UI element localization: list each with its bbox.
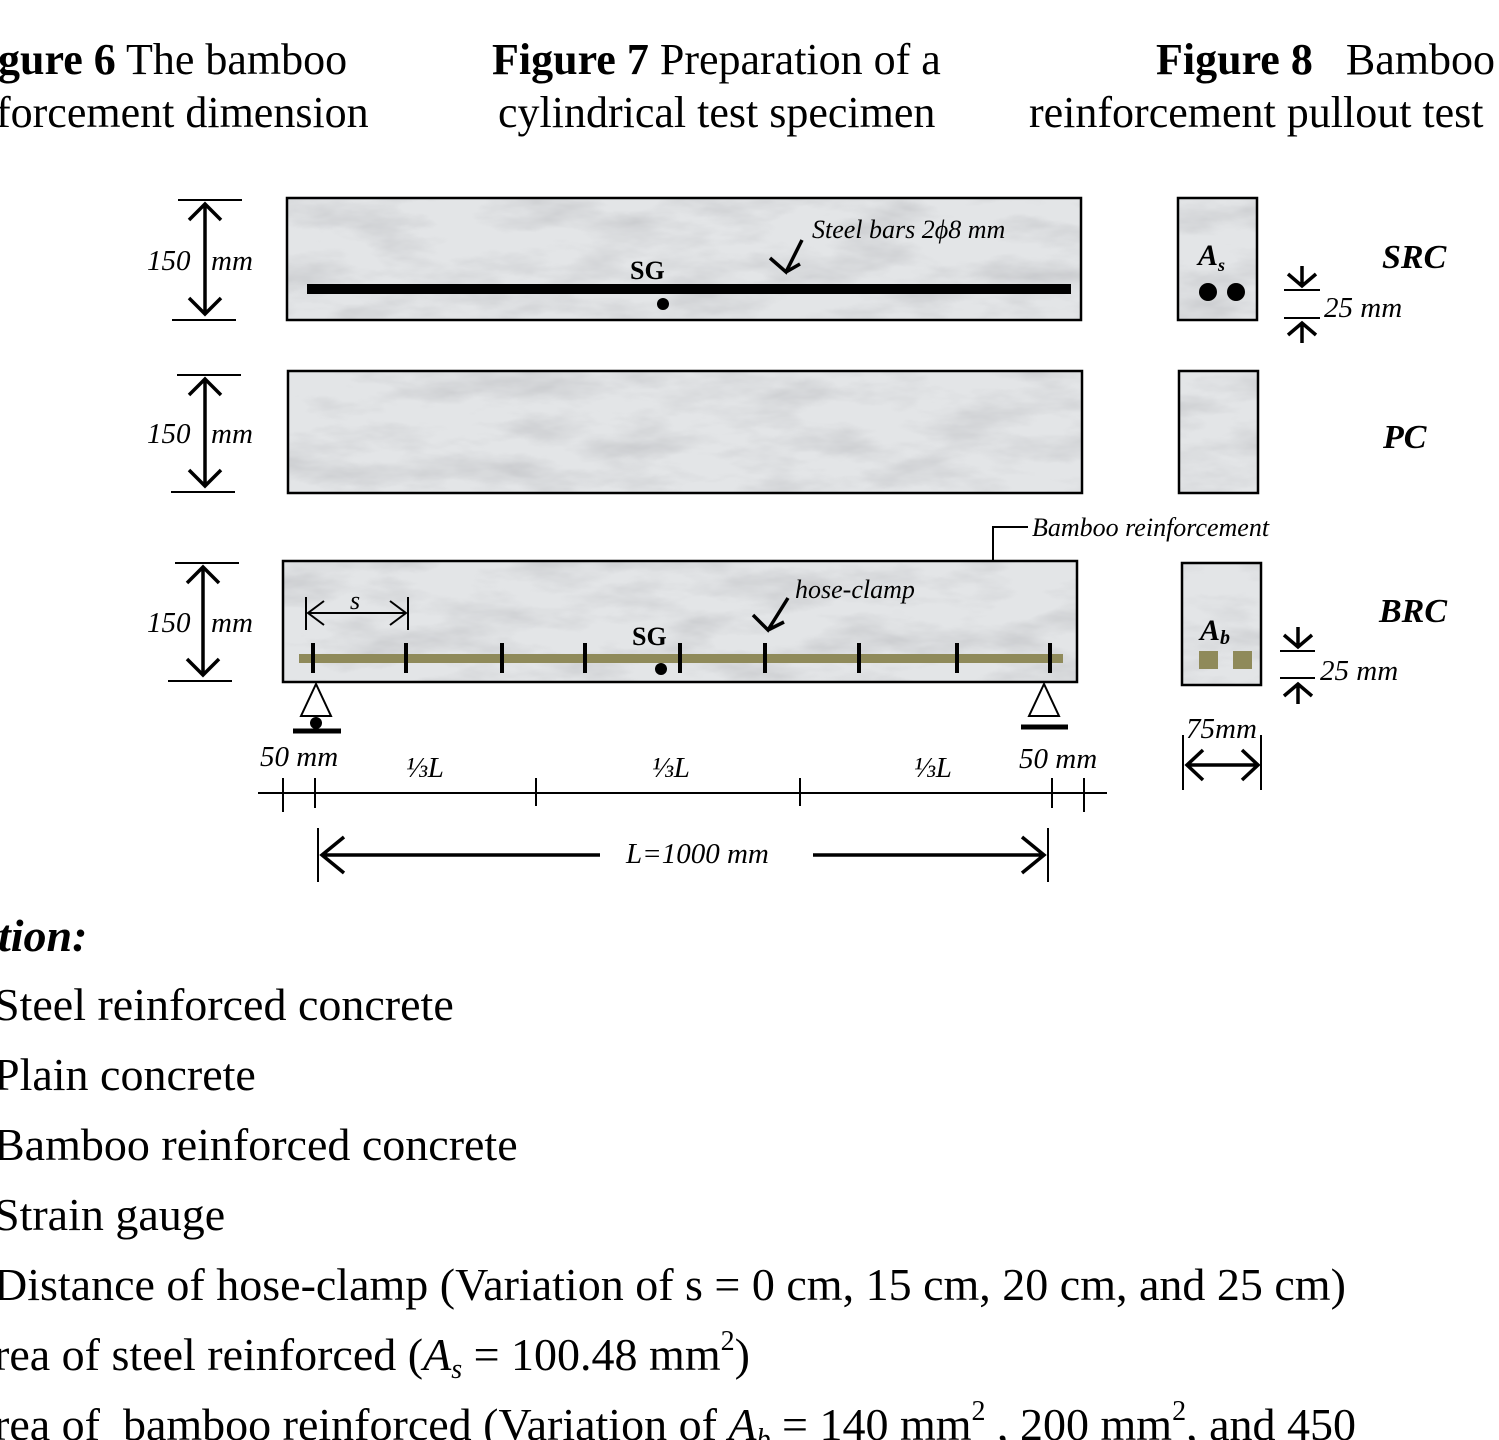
svg-text:150: 150 [147, 245, 191, 277]
brc-cross-section: Ab 25 mm BRC 75mm [1180, 561, 1447, 790]
double-arrow-icon [185, 564, 221, 678]
sg-label: SG [630, 256, 665, 285]
legend: tion: Steel reinforced concrete Plain co… [0, 910, 1356, 1440]
figure-6-caption: gure 6 The bamboo [0, 35, 347, 84]
span-label: L=1000 mm [625, 838, 769, 870]
pc-height-dimension: 150 mm [147, 374, 253, 493]
steel-bar [307, 284, 1071, 294]
svg-text:As: As [1196, 239, 1225, 275]
roller-support-icon [1027, 681, 1061, 717]
strain-gauge-dot [657, 298, 669, 310]
spacing-label: s [350, 586, 360, 615]
svg-text:Bamboo reinforcement: Bamboo reinforcement [1032, 513, 1270, 542]
pc-label: PC [1382, 419, 1427, 456]
third-label: ⅓L [652, 752, 690, 784]
brc-height-dimension: 150 mm [147, 562, 253, 682]
svg-text:150: 150 [147, 418, 191, 450]
steel-bars-label: Steel bars 2ϕ8 mm [812, 215, 1005, 244]
hose-clamps [311, 643, 1052, 673]
third-label: ⅓L [914, 752, 952, 784]
legend-item-bamboo-area: rea of bamboo reinforced (Variation of A… [0, 1396, 1356, 1440]
figure-8-caption-line2: reinforcement pullout test [1029, 88, 1484, 137]
src-cross-section: As 25 mm SRC [1176, 196, 1447, 343]
brc-label: BRC [1378, 593, 1447, 630]
pc-cross-section: PC [1177, 369, 1427, 495]
legend-item: Bamboo reinforced concrete [0, 1119, 518, 1170]
pc-beam [286, 369, 1084, 495]
width-label: 75mm [1186, 713, 1257, 745]
edge-label-right: 50 mm [1019, 743, 1097, 775]
src-height-dimension: 150 mm [147, 199, 253, 321]
pin-support-icon [299, 681, 333, 717]
hose-clamp-label: hose-clamp [795, 575, 915, 604]
third-label: ⅓L [406, 752, 444, 784]
double-arrow-icon [187, 376, 223, 489]
svg-text:mm: mm [211, 607, 253, 639]
double-arrow-icon [187, 201, 223, 317]
captions: gure 6 The bamboo forcement dimension Fi… [0, 35, 1495, 137]
cover-label: 25 mm [1324, 292, 1402, 324]
supports [293, 681, 1068, 734]
pointer-arrow-icon [751, 597, 790, 633]
src-beam: SG Steel bars 2ϕ8 mm [285, 196, 1083, 322]
svg-text:mm: mm [211, 245, 253, 277]
svg-text:mm: mm [211, 418, 253, 450]
brc-beam: s SG hose-clamp [281, 559, 1079, 684]
legend-item: Distance of hose-clamp (Variation of s =… [0, 1259, 1346, 1310]
src-label: SRC [1382, 239, 1447, 276]
legend-item-steel-area: rea of steel reinforced (As = 100.48 mm2… [0, 1326, 750, 1385]
legend-item: Plain concrete [0, 1049, 256, 1100]
figure-7-caption: Figure 7 Preparation of a [492, 35, 941, 84]
edge-label-left: 50 mm [260, 741, 338, 773]
figure-7-caption-line2: cylindrical test specimen [498, 88, 935, 137]
bamboo-reinforcement-callout: Bamboo reinforcement [976, 513, 1270, 647]
legend-title: tion: [0, 910, 87, 961]
cover-label: 25 mm [1320, 655, 1398, 687]
sg-label: SG [632, 622, 667, 651]
figure-8-caption: Figure 8 Bamboo [1156, 35, 1495, 84]
legend-item: Steel reinforced concrete [0, 979, 454, 1030]
figure-6-caption-line2: forcement dimension [0, 88, 369, 137]
svg-text:150: 150 [147, 607, 191, 639]
strain-gauge-dot [655, 663, 667, 675]
legend-item: Strain gauge [0, 1189, 225, 1240]
pointer-arrow-icon [768, 239, 804, 275]
span-dimensions: 50 mm ⅓L ⅓L ⅓L 50 mm L=1000 mm [258, 741, 1107, 882]
svg-text:Ab: Ab [1198, 614, 1230, 649]
